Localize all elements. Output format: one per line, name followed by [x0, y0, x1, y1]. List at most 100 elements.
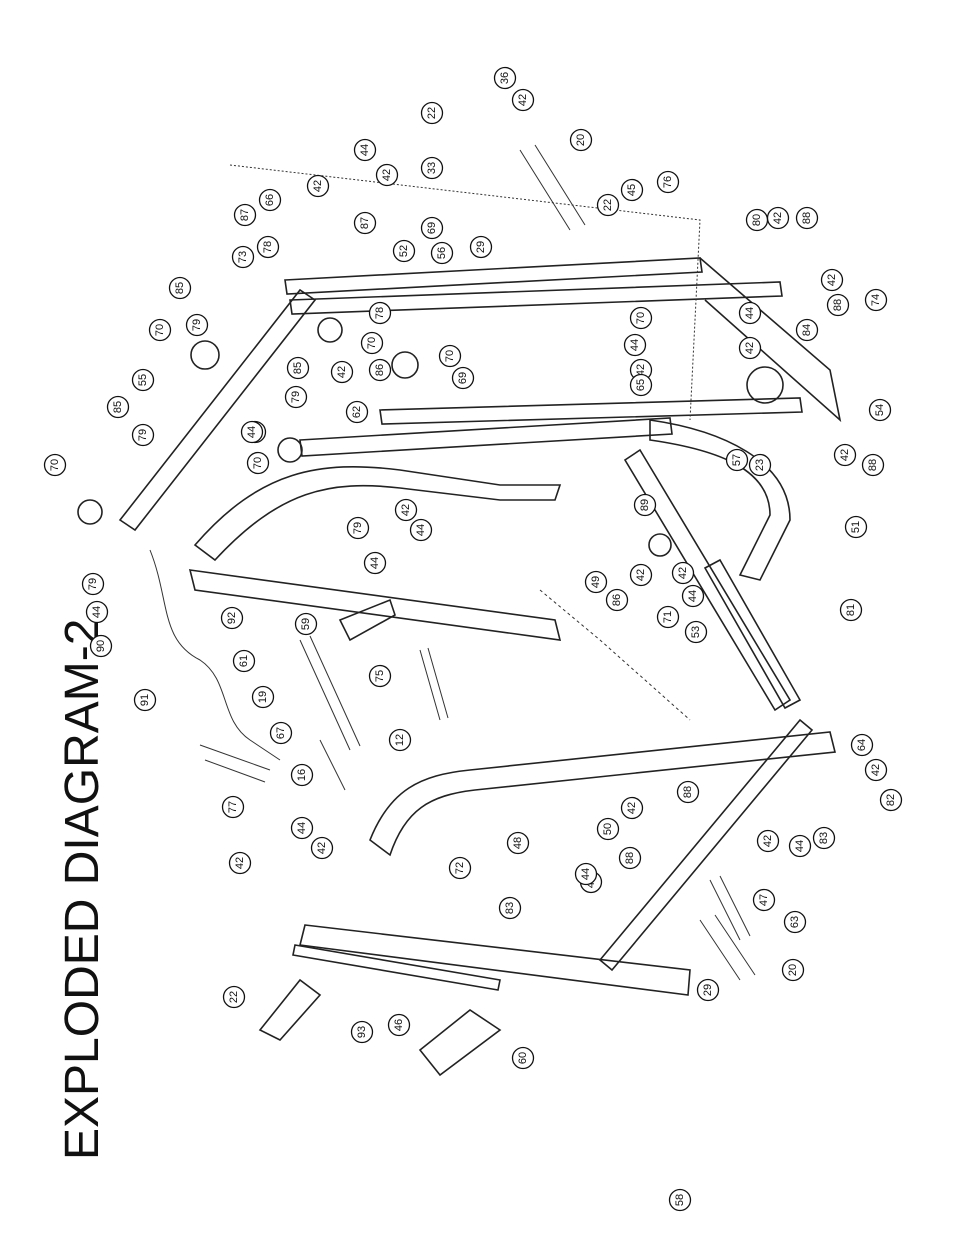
callout-circle: [133, 688, 157, 712]
part-callout: 22: [420, 101, 444, 125]
part-number-label: 42: [381, 169, 393, 181]
callout-circle: [185, 313, 209, 337]
part-number-label: 22: [426, 107, 438, 119]
part-callout: 50: [596, 817, 620, 841]
part-callout: 78: [256, 235, 280, 259]
callout-circle: [353, 138, 377, 162]
part-number-label: 90: [95, 640, 107, 652]
part-callout: 73: [231, 245, 255, 269]
part-callout: 79: [346, 516, 370, 540]
callout-circle: [388, 728, 412, 752]
part-number-label: 83: [818, 832, 830, 844]
part-number-label: 60: [517, 1052, 529, 1064]
part-callout: 47: [752, 888, 776, 912]
part-callout: 33: [420, 156, 444, 180]
part-number-label: 80: [751, 214, 763, 226]
callout-circle: [788, 834, 812, 858]
part-callout: 42: [629, 563, 653, 587]
part-callout: 42: [766, 206, 790, 230]
part-callout: 16: [290, 763, 314, 787]
part-number-label: 71: [662, 611, 674, 623]
part-callout: 88: [795, 206, 819, 230]
part-callout: 90: [89, 634, 113, 658]
part-number-label: 23: [754, 459, 766, 471]
part-number-label: 77: [227, 801, 239, 813]
part-number-label: 88: [832, 299, 844, 311]
part-number-label: 46: [393, 1019, 405, 1031]
part-number-label: 20: [575, 134, 587, 146]
callout-circle: [569, 128, 593, 152]
callout-circle: [131, 368, 155, 392]
part-number-label: 48: [512, 837, 524, 849]
callout-circle: [493, 66, 517, 90]
part-callout: 77: [221, 795, 245, 819]
part-number-label: 85: [112, 401, 124, 413]
part-callout: 42: [820, 268, 844, 292]
part-callout: 51: [844, 515, 868, 539]
part-callout: 54: [868, 398, 892, 422]
part-number-label: 12: [394, 734, 406, 746]
part-number-label: 42: [336, 366, 348, 378]
part-number-label: 79: [191, 319, 203, 331]
callout-circle: [368, 301, 392, 325]
part-callout: 67: [269, 721, 293, 745]
callout-circle: [850, 733, 874, 757]
part-callout: 84: [795, 318, 819, 342]
part-callout: 88: [676, 780, 700, 804]
part-callout: 22: [596, 193, 620, 217]
part-number-label: 69: [457, 372, 469, 384]
callout-circle: [839, 598, 863, 622]
part-number-label: 42: [772, 212, 784, 224]
part-callout: 56: [430, 241, 454, 265]
part-number-label: 85: [174, 282, 186, 294]
part-number-label: 70: [154, 324, 166, 336]
part-callout: 64: [850, 733, 874, 757]
part-callout: 44: [290, 816, 314, 840]
part-callout: 60: [511, 1046, 535, 1070]
part-number-label: 44: [359, 144, 371, 156]
callout-circle: [629, 563, 653, 587]
part-callout: 42: [375, 163, 399, 187]
callout-circle: [868, 398, 892, 422]
part-number-label: 42: [677, 567, 689, 579]
callout-circle: [795, 318, 819, 342]
part-number-label: 55: [137, 374, 149, 386]
callout-circle: [633, 493, 657, 517]
part-number-label: 70: [635, 312, 647, 324]
part-callout: 89: [633, 493, 657, 517]
part-callout: 20: [569, 128, 593, 152]
callout-circle: [330, 360, 354, 384]
part-number-label: 53: [690, 626, 702, 638]
callout-circle: [844, 515, 868, 539]
callout-circle: [864, 288, 888, 312]
part-callout: 85: [106, 395, 130, 419]
part-number-label: 42: [517, 94, 529, 106]
callout-circle: [375, 163, 399, 187]
callout-circle: [448, 856, 472, 880]
callout-circle: [85, 600, 109, 624]
part-number-label: 44: [580, 868, 592, 880]
part-number-label: 70: [366, 337, 378, 349]
part-callout: 42: [738, 336, 762, 360]
callout-circle: [656, 605, 680, 629]
part-number-label: 42: [762, 835, 774, 847]
part-callout: 71: [656, 605, 680, 629]
part-number-label: 86: [374, 364, 386, 376]
part-callout: 48: [506, 831, 530, 855]
callout-circle: [284, 385, 308, 409]
part-number-label: 44: [369, 557, 381, 569]
part-callout: 86: [605, 588, 629, 612]
part-callout: 70: [148, 318, 172, 342]
part-number-label: 44: [415, 524, 427, 536]
part-callout: 19: [251, 685, 275, 709]
part-number-label: 42: [870, 764, 882, 776]
part-callout: 76: [656, 170, 680, 194]
part-number-label: 29: [702, 984, 714, 996]
part-number-label: 88: [682, 786, 694, 798]
part-callout: 29: [469, 235, 493, 259]
callout-circle: [511, 88, 535, 112]
part-number-label: 50: [602, 823, 614, 835]
callout-circle: [310, 836, 334, 860]
part-number-label: 42: [635, 569, 647, 581]
callout-circle: [368, 358, 392, 382]
